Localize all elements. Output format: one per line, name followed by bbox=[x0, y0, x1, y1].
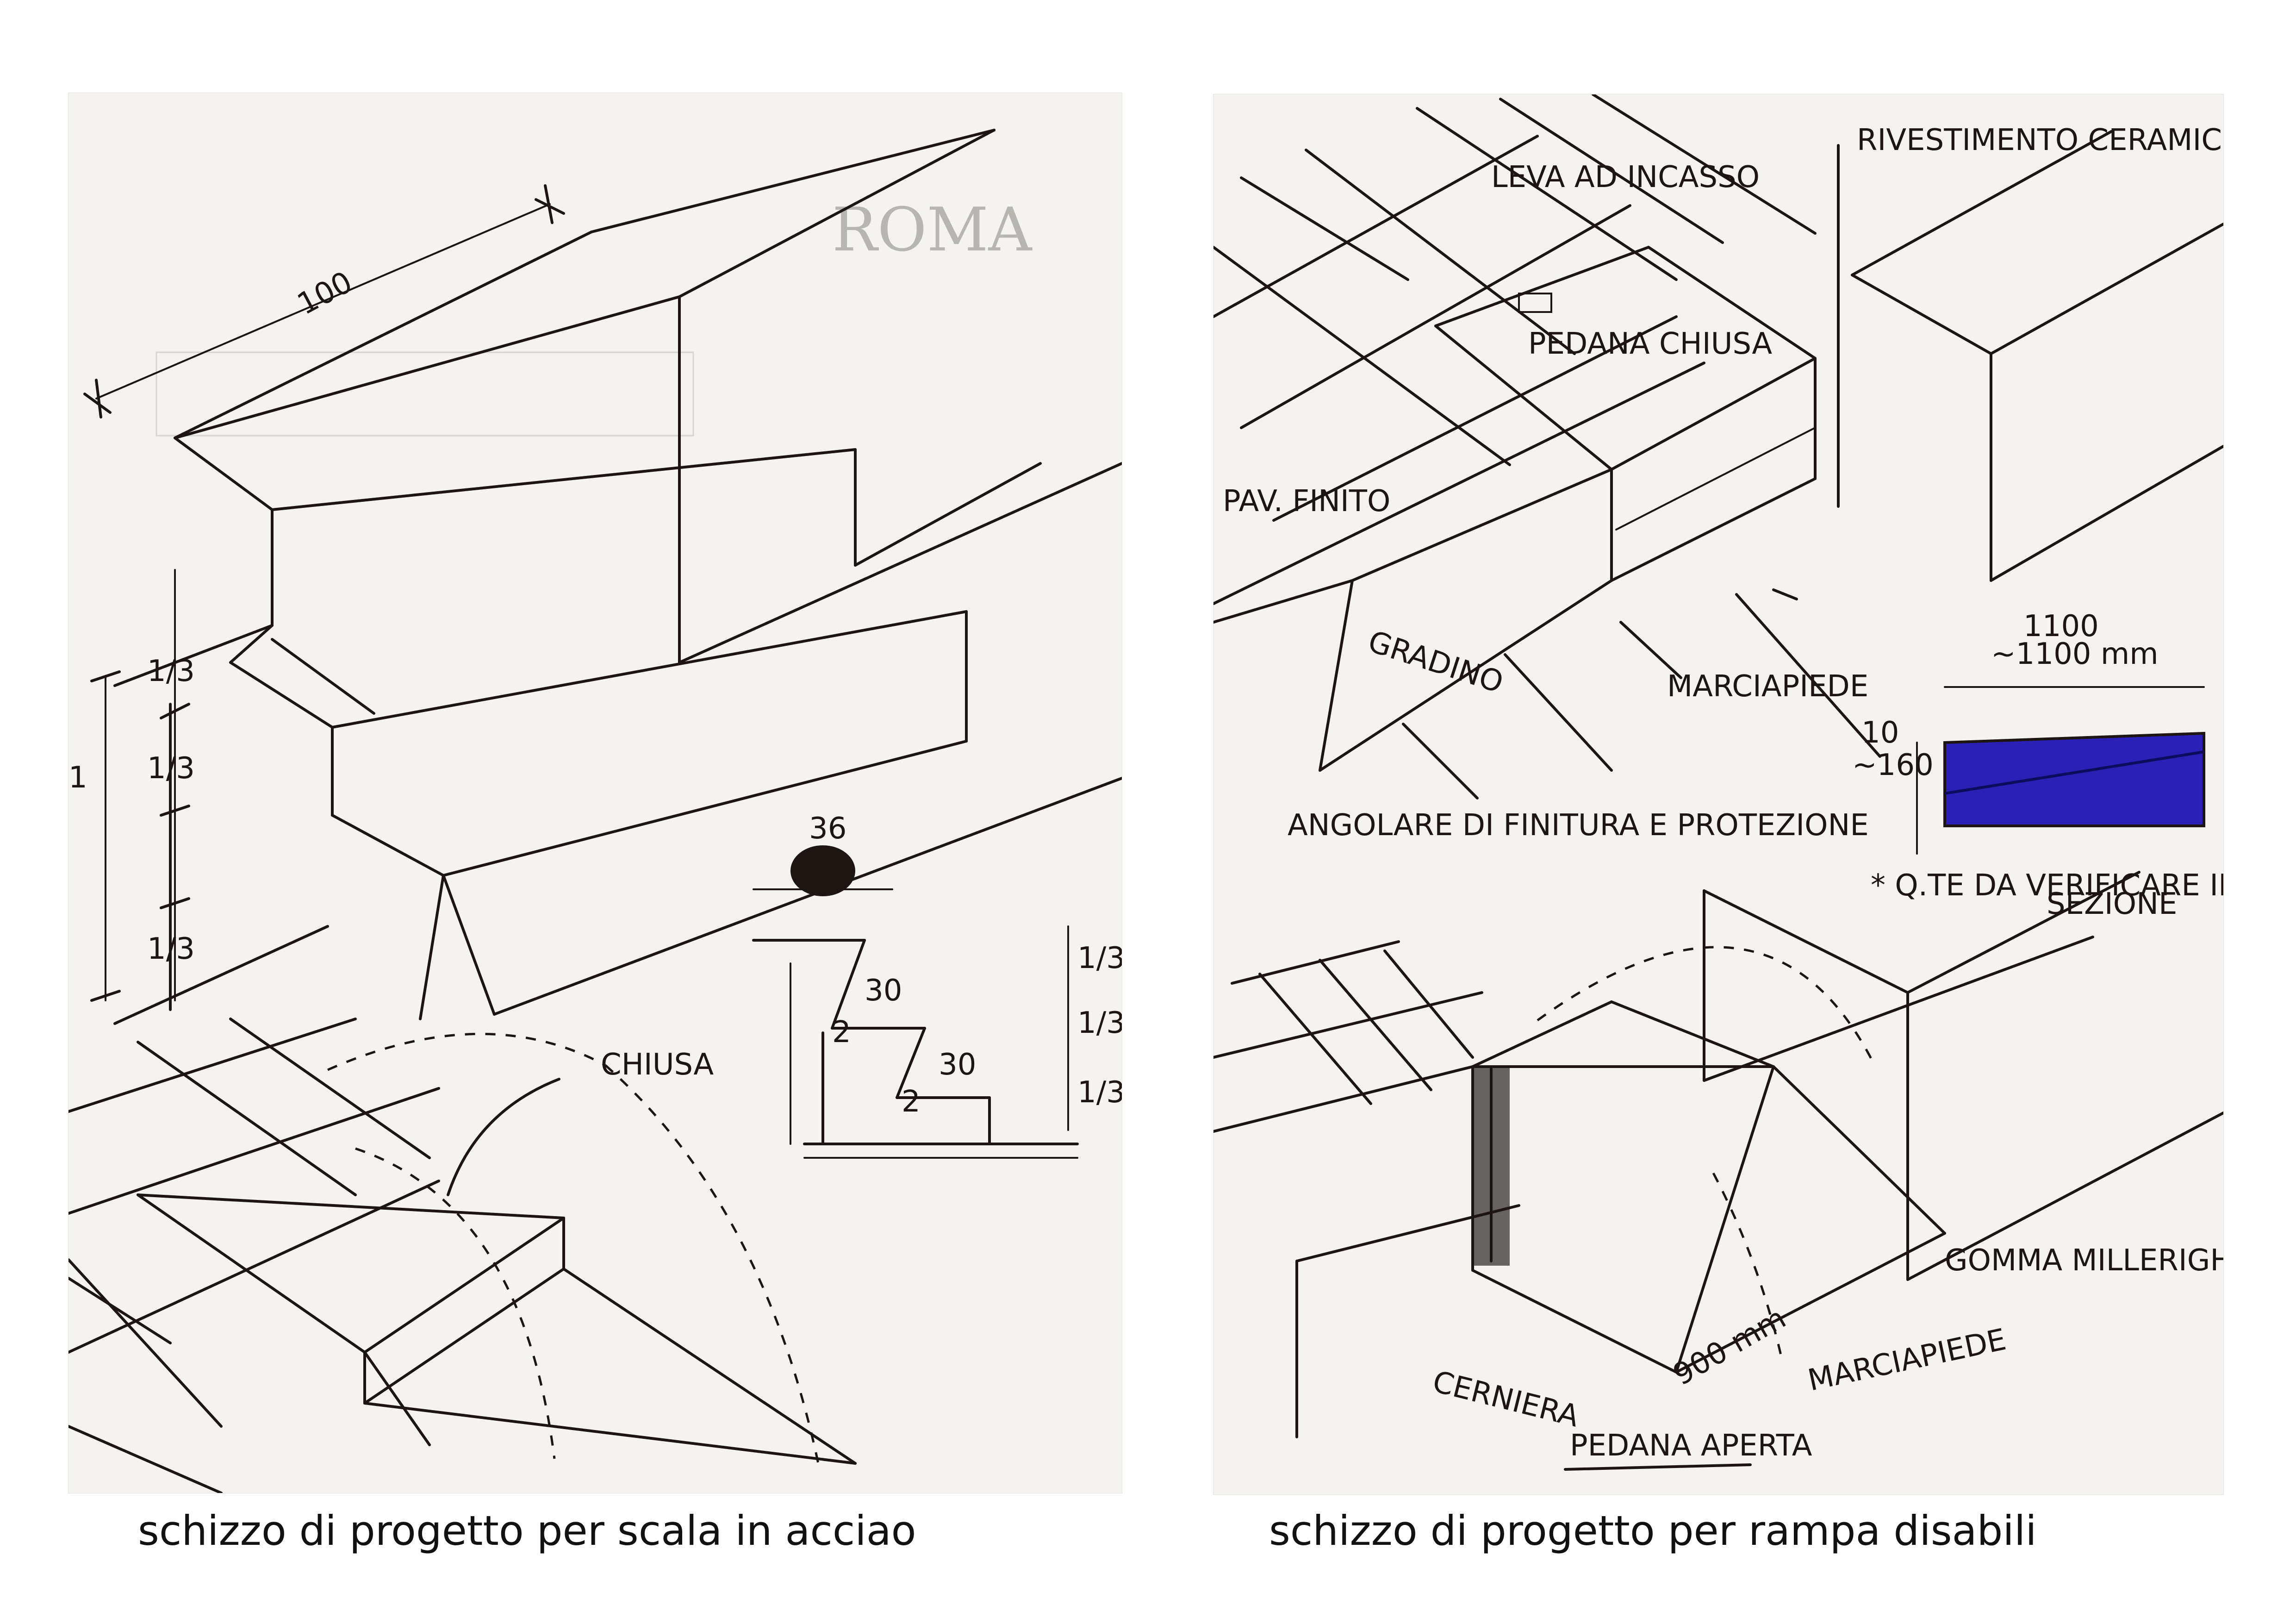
label-detail-third-c: 1/3 bbox=[1077, 1075, 1122, 1110]
dimension-width bbox=[83, 184, 565, 418]
swing-arc-open-inner bbox=[1712, 1172, 1784, 1363]
label-gap-b: 2 bbox=[902, 1085, 921, 1119]
sidewalk-lines bbox=[1402, 588, 1881, 800]
label-detail-width: 36 bbox=[809, 812, 846, 846]
swing-arc-upper bbox=[327, 1033, 606, 1071]
label-gap-a: 2 bbox=[832, 1015, 851, 1049]
label-third-a: 1/3 bbox=[147, 654, 195, 688]
swing-arc-open bbox=[1537, 946, 1877, 1068]
label-tread-b: 30 bbox=[939, 1048, 976, 1082]
floor-grid-open bbox=[1213, 940, 1483, 1133]
sketch-sheet-stair: ROMA 100 bbox=[68, 93, 1122, 1493]
arrow-closed bbox=[447, 1078, 560, 1196]
label-angle: ANGOLARE DI FINITURA E PROTEZIONE bbox=[1288, 808, 1869, 843]
label-floor: PAV. FINITO bbox=[1223, 484, 1390, 518]
label-step: GRADINO bbox=[1364, 625, 1507, 700]
section-ramp-fill bbox=[1943, 731, 2205, 827]
label-third-b: 1/3 bbox=[147, 751, 195, 786]
background-print-box bbox=[156, 351, 694, 437]
stair-top-landing bbox=[174, 129, 996, 664]
label-lever: LEVA AD INCASSO bbox=[1491, 160, 1760, 194]
label-third-c: 1/3 bbox=[147, 932, 195, 966]
stair-step-upper bbox=[174, 437, 1042, 627]
label-hinge: CERNIERA bbox=[1429, 1365, 1582, 1434]
label-dim-height-small: 10 bbox=[1861, 716, 1899, 750]
label-note: * Q.TE DA VERIFICARE IN CANTIERE bbox=[1871, 868, 2223, 903]
caption-ramp: schizzo di progetto per rampa disabili bbox=[1269, 1507, 2037, 1555]
label-sidewalk-b: MARCIAPIEDE bbox=[1805, 1323, 2009, 1398]
swing-arc-right bbox=[604, 1064, 820, 1464]
label-height: 1 bbox=[68, 761, 87, 795]
swing-arc-inner bbox=[355, 1147, 556, 1459]
floor-grid-upper bbox=[1213, 94, 1817, 605]
underline-open-platform bbox=[1564, 1463, 1752, 1471]
label-sidewalk-a: MARCIAPIEDE bbox=[1667, 669, 1868, 704]
ramp-sketch: LEVA AD INCASSO RIVESTIMENTO CERAMICO PE… bbox=[1213, 94, 2223, 1471]
section-diagonal bbox=[1944, 750, 2204, 795]
label-cladding: RIVESTIMENTO CERAMICO bbox=[1857, 123, 2223, 157]
stair-sketch: ROMA 100 bbox=[68, 129, 1122, 1493]
closed-platform bbox=[137, 1193, 857, 1465]
closed-platform-box bbox=[1213, 246, 1817, 772]
stair-step-lower bbox=[113, 462, 1122, 1025]
floor-grid-lower bbox=[68, 1018, 440, 1493]
label-closed-platform: PEDANA CHIUSA bbox=[1528, 327, 1772, 361]
label-tread-a: 30 bbox=[865, 974, 902, 1008]
detail-scribble bbox=[790, 845, 855, 896]
label-dim-width-top: 1100 bbox=[2023, 609, 2099, 643]
label-detail-third-a: 1/3 bbox=[1077, 941, 1122, 975]
label-section: SEZIONE bbox=[2047, 887, 2177, 921]
label-dim-width: ~1100 mm bbox=[1991, 637, 2159, 671]
open-platform bbox=[1295, 871, 2223, 1438]
caption-stair: schizzo di progetto per scala in acciao bbox=[138, 1507, 916, 1555]
label-ramp-length: 900 mm bbox=[1668, 1301, 1792, 1393]
section-detail: 36 30 30 2 2 1/3 1/3 1/3 bbox=[752, 812, 1122, 1159]
background-print-text: ROMA bbox=[832, 194, 1033, 265]
label-width: 100 bbox=[292, 265, 358, 322]
lever-recess bbox=[1518, 293, 1552, 313]
stair-step-middle bbox=[229, 610, 968, 817]
wall-block bbox=[1837, 130, 2223, 582]
label-open-platform: PEDANA APERTA bbox=[1570, 1429, 1812, 1463]
label-dim-height: ~160 bbox=[1852, 748, 1934, 782]
ramp-section: ~1100 mm 1100 ~160 10 * Q.TE DA VERIFICA… bbox=[1852, 609, 2223, 921]
sketch-sheet-ramp: LEVA AD INCASSO RIVESTIMENTO CERAMICO PE… bbox=[1213, 94, 2223, 1494]
label-closed: CHIUSA bbox=[601, 1048, 714, 1082]
platform-hatch bbox=[1473, 1067, 1510, 1266]
label-detail-third-b: 1/3 bbox=[1077, 1006, 1122, 1040]
label-rubber: GOMMA MILLERIGHE NERA bbox=[1945, 1243, 2223, 1278]
dimension-height bbox=[90, 569, 190, 1002]
